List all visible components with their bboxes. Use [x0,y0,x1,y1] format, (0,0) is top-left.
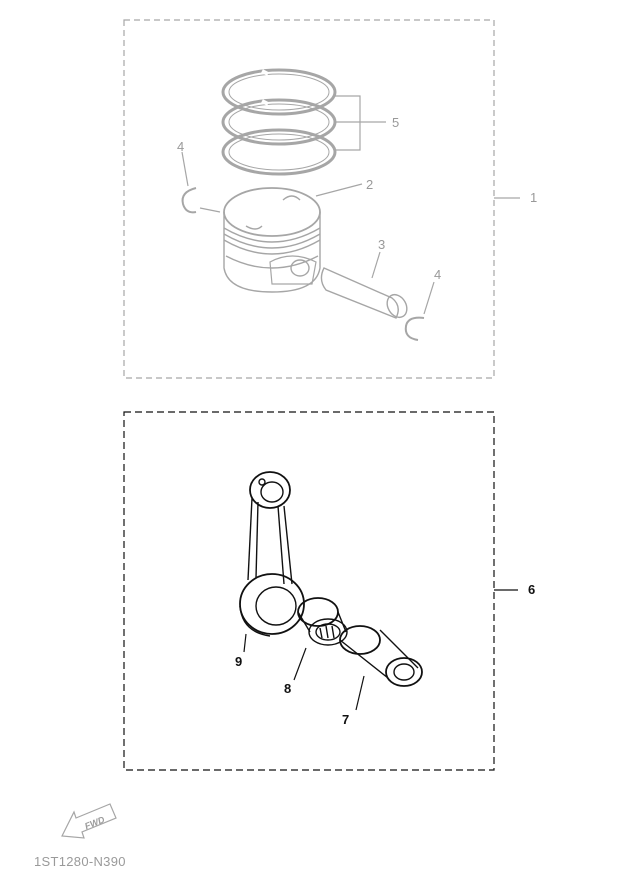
circlip-right-leader [423,281,435,315]
label-7: 7 [342,712,349,727]
pin-leader-lower [355,675,365,711]
circlip-left [181,187,197,214]
ring-leader [334,95,386,151]
bearing-leader [293,647,307,681]
connecting-rod-assembly-group [123,411,518,771]
piston-assembly-frame [123,19,495,379]
label-5: 5 [392,115,399,130]
rod-leader [243,633,247,653]
piston-pin [320,267,408,319]
crank-pin [339,625,423,687]
label-1: 1 [530,190,537,205]
label-4-right: 4 [434,267,441,282]
circlip-left-tick [199,207,221,213]
label-6: 6 [528,582,535,597]
piston-leader [315,183,363,197]
label-2: 2 [366,177,373,192]
diagram-code: 1ST1280-N390 [34,854,126,869]
circlip-right [404,316,425,341]
label-8: 8 [284,681,291,696]
needle-bearing [297,597,348,646]
pin-leader [371,251,381,279]
fwd-arrow-icon [61,803,117,839]
piston [223,187,321,293]
label-3: 3 [378,237,385,252]
label-4-left: 4 [177,139,184,154]
piston-rings [221,68,337,176]
connecting-rod-assembly-frame [123,411,495,771]
fwd-label: FWD [83,814,106,831]
label-9: 9 [235,654,242,669]
circlip-left-leader [181,151,189,187]
connecting-rod [239,471,305,637]
piston-assembly-group [123,19,520,379]
